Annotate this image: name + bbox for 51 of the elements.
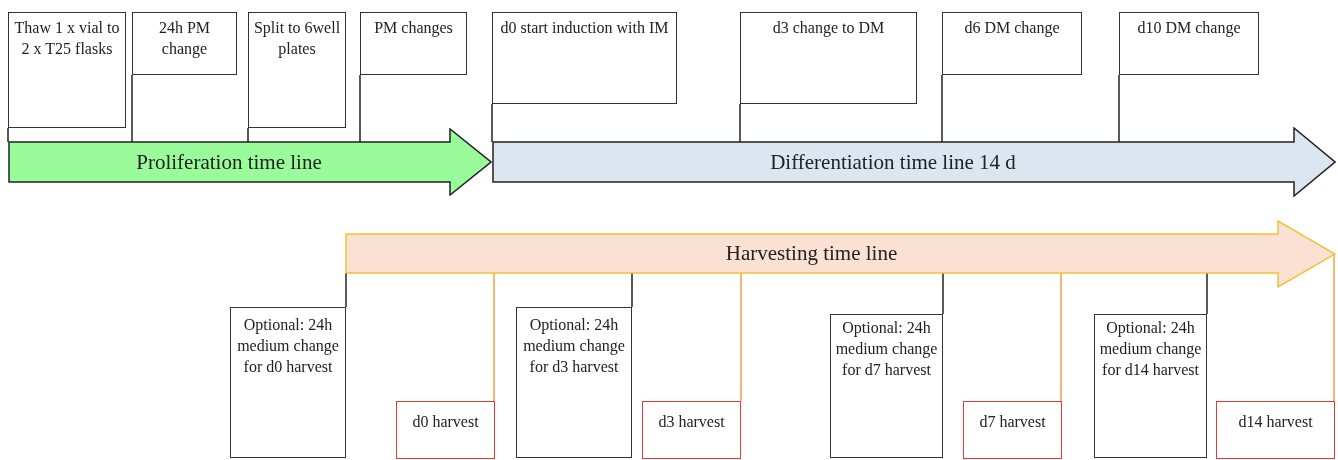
step-box <box>248 12 346 128</box>
connector-line <box>7 127 9 143</box>
step-text: d0 start induction with IM <box>500 18 669 38</box>
step-box <box>1119 12 1259 75</box>
step-text: PM changes <box>374 18 453 38</box>
connector-line <box>941 74 943 143</box>
step-text: d7 harvest <box>979 412 1046 432</box>
harvest-box <box>642 401 741 459</box>
connector-line <box>739 103 741 143</box>
step-box <box>942 12 1082 75</box>
step-box <box>360 12 467 75</box>
step-box <box>230 307 346 458</box>
step-text: d6 DM change <box>964 18 1060 38</box>
step-box <box>492 12 677 104</box>
connector-line <box>1118 74 1120 143</box>
step-box <box>1094 314 1207 458</box>
timeline-label: Differentiation time line 14 d <box>770 151 1016 173</box>
step-box <box>516 307 632 458</box>
step-text: Optional: 24h medium change for d14 harvest <box>1099 318 1202 380</box>
harvest-box <box>963 401 1062 459</box>
connector-line <box>247 127 249 143</box>
step-text: d3 change to DM <box>772 18 885 38</box>
step-text: 24h PM change <box>157 18 212 59</box>
timeline-label: Proliferation time line <box>136 151 322 173</box>
connector-line <box>631 272 633 308</box>
connector-line <box>493 272 495 402</box>
connector-line <box>131 74 133 143</box>
step-text: d10 DM change <box>1137 18 1241 38</box>
step-text: d14 harvest <box>1238 412 1313 432</box>
step-text: Thaw 1 x vial to 2 x T25 flasks <box>13 18 121 59</box>
step-box <box>8 12 126 128</box>
connector-line <box>1333 253 1335 402</box>
step-text: Optional: 24h medium change for d7 harvest <box>835 318 938 380</box>
step-text: Optional: 24h medium change for d0 harvest <box>236 315 340 377</box>
step-box <box>132 12 237 75</box>
step-box <box>740 12 917 104</box>
harvest-box <box>396 401 495 459</box>
connector-line <box>740 272 742 402</box>
connector-line <box>359 74 361 143</box>
harvest-box <box>1216 401 1335 459</box>
step-box <box>830 314 943 458</box>
timeline-label: Harvesting time line <box>725 243 898 264</box>
step-text: d3 harvest <box>658 412 725 432</box>
step-text: d0 harvest <box>412 412 479 432</box>
connector-line <box>491 103 493 143</box>
connector-line <box>1206 272 1208 315</box>
connector-line <box>1060 272 1062 402</box>
step-text: Optional: 24h medium change for d3 harvest <box>522 315 626 377</box>
step-text: Split to 6well plates <box>253 18 341 59</box>
connector-line <box>942 272 944 315</box>
connector-line <box>345 272 347 308</box>
